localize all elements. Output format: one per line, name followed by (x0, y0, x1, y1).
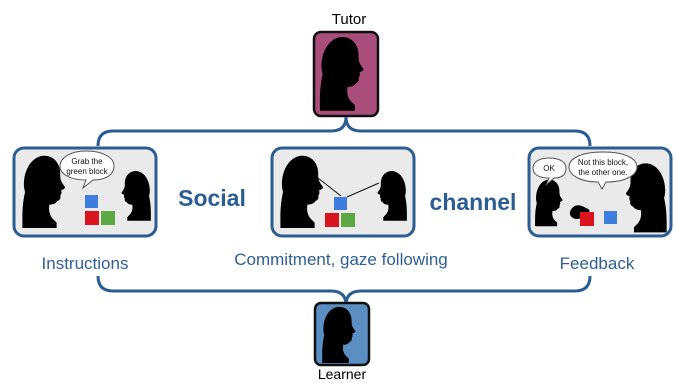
feedback-caption: Feedback (560, 254, 635, 273)
block-icon (101, 211, 115, 225)
block-icon (325, 213, 339, 227)
tutor-portrait (312, 30, 380, 118)
block-icon (604, 211, 617, 224)
block-icon (341, 213, 355, 227)
block-icon (334, 197, 347, 210)
channel-word-channel: channel (430, 189, 517, 215)
channel-word-social: Social (178, 185, 246, 211)
commitment-caption: Commitment, gaze following (234, 250, 448, 269)
block-icon (85, 211, 99, 225)
instructions-panel: Grab the green block (12, 146, 158, 238)
feedback-speech-ok: OK (543, 164, 555, 173)
commitment-panel (270, 146, 416, 238)
feedback-panel: OK Not this block, the other one. (527, 146, 673, 238)
feedback-speech-line2: the other one. (578, 168, 627, 177)
instructions-speech-line1: Grab the (71, 157, 103, 166)
block-icon (85, 195, 98, 208)
top-brace (96, 116, 592, 147)
learner-label: Learner (318, 366, 367, 382)
gaze-line-icon (317, 177, 342, 197)
block-icon (580, 212, 594, 226)
speech-bubble-icon: Grab the green block (59, 150, 115, 190)
bottom-brace (96, 275, 592, 306)
speech-bubble-icon: Not this block, the other one. (568, 151, 638, 191)
speech-bubble-icon: OK (532, 157, 567, 186)
learner-portrait (313, 301, 371, 367)
instructions-speech-line2: green block (66, 167, 108, 176)
gaze-line-icon (346, 182, 380, 198)
tutor-label: Tutor (332, 11, 366, 28)
pointing-hand-icon (569, 205, 590, 219)
feedback-speech-line1: Not this block, (578, 158, 628, 167)
instructions-caption: Instructions (42, 254, 129, 273)
